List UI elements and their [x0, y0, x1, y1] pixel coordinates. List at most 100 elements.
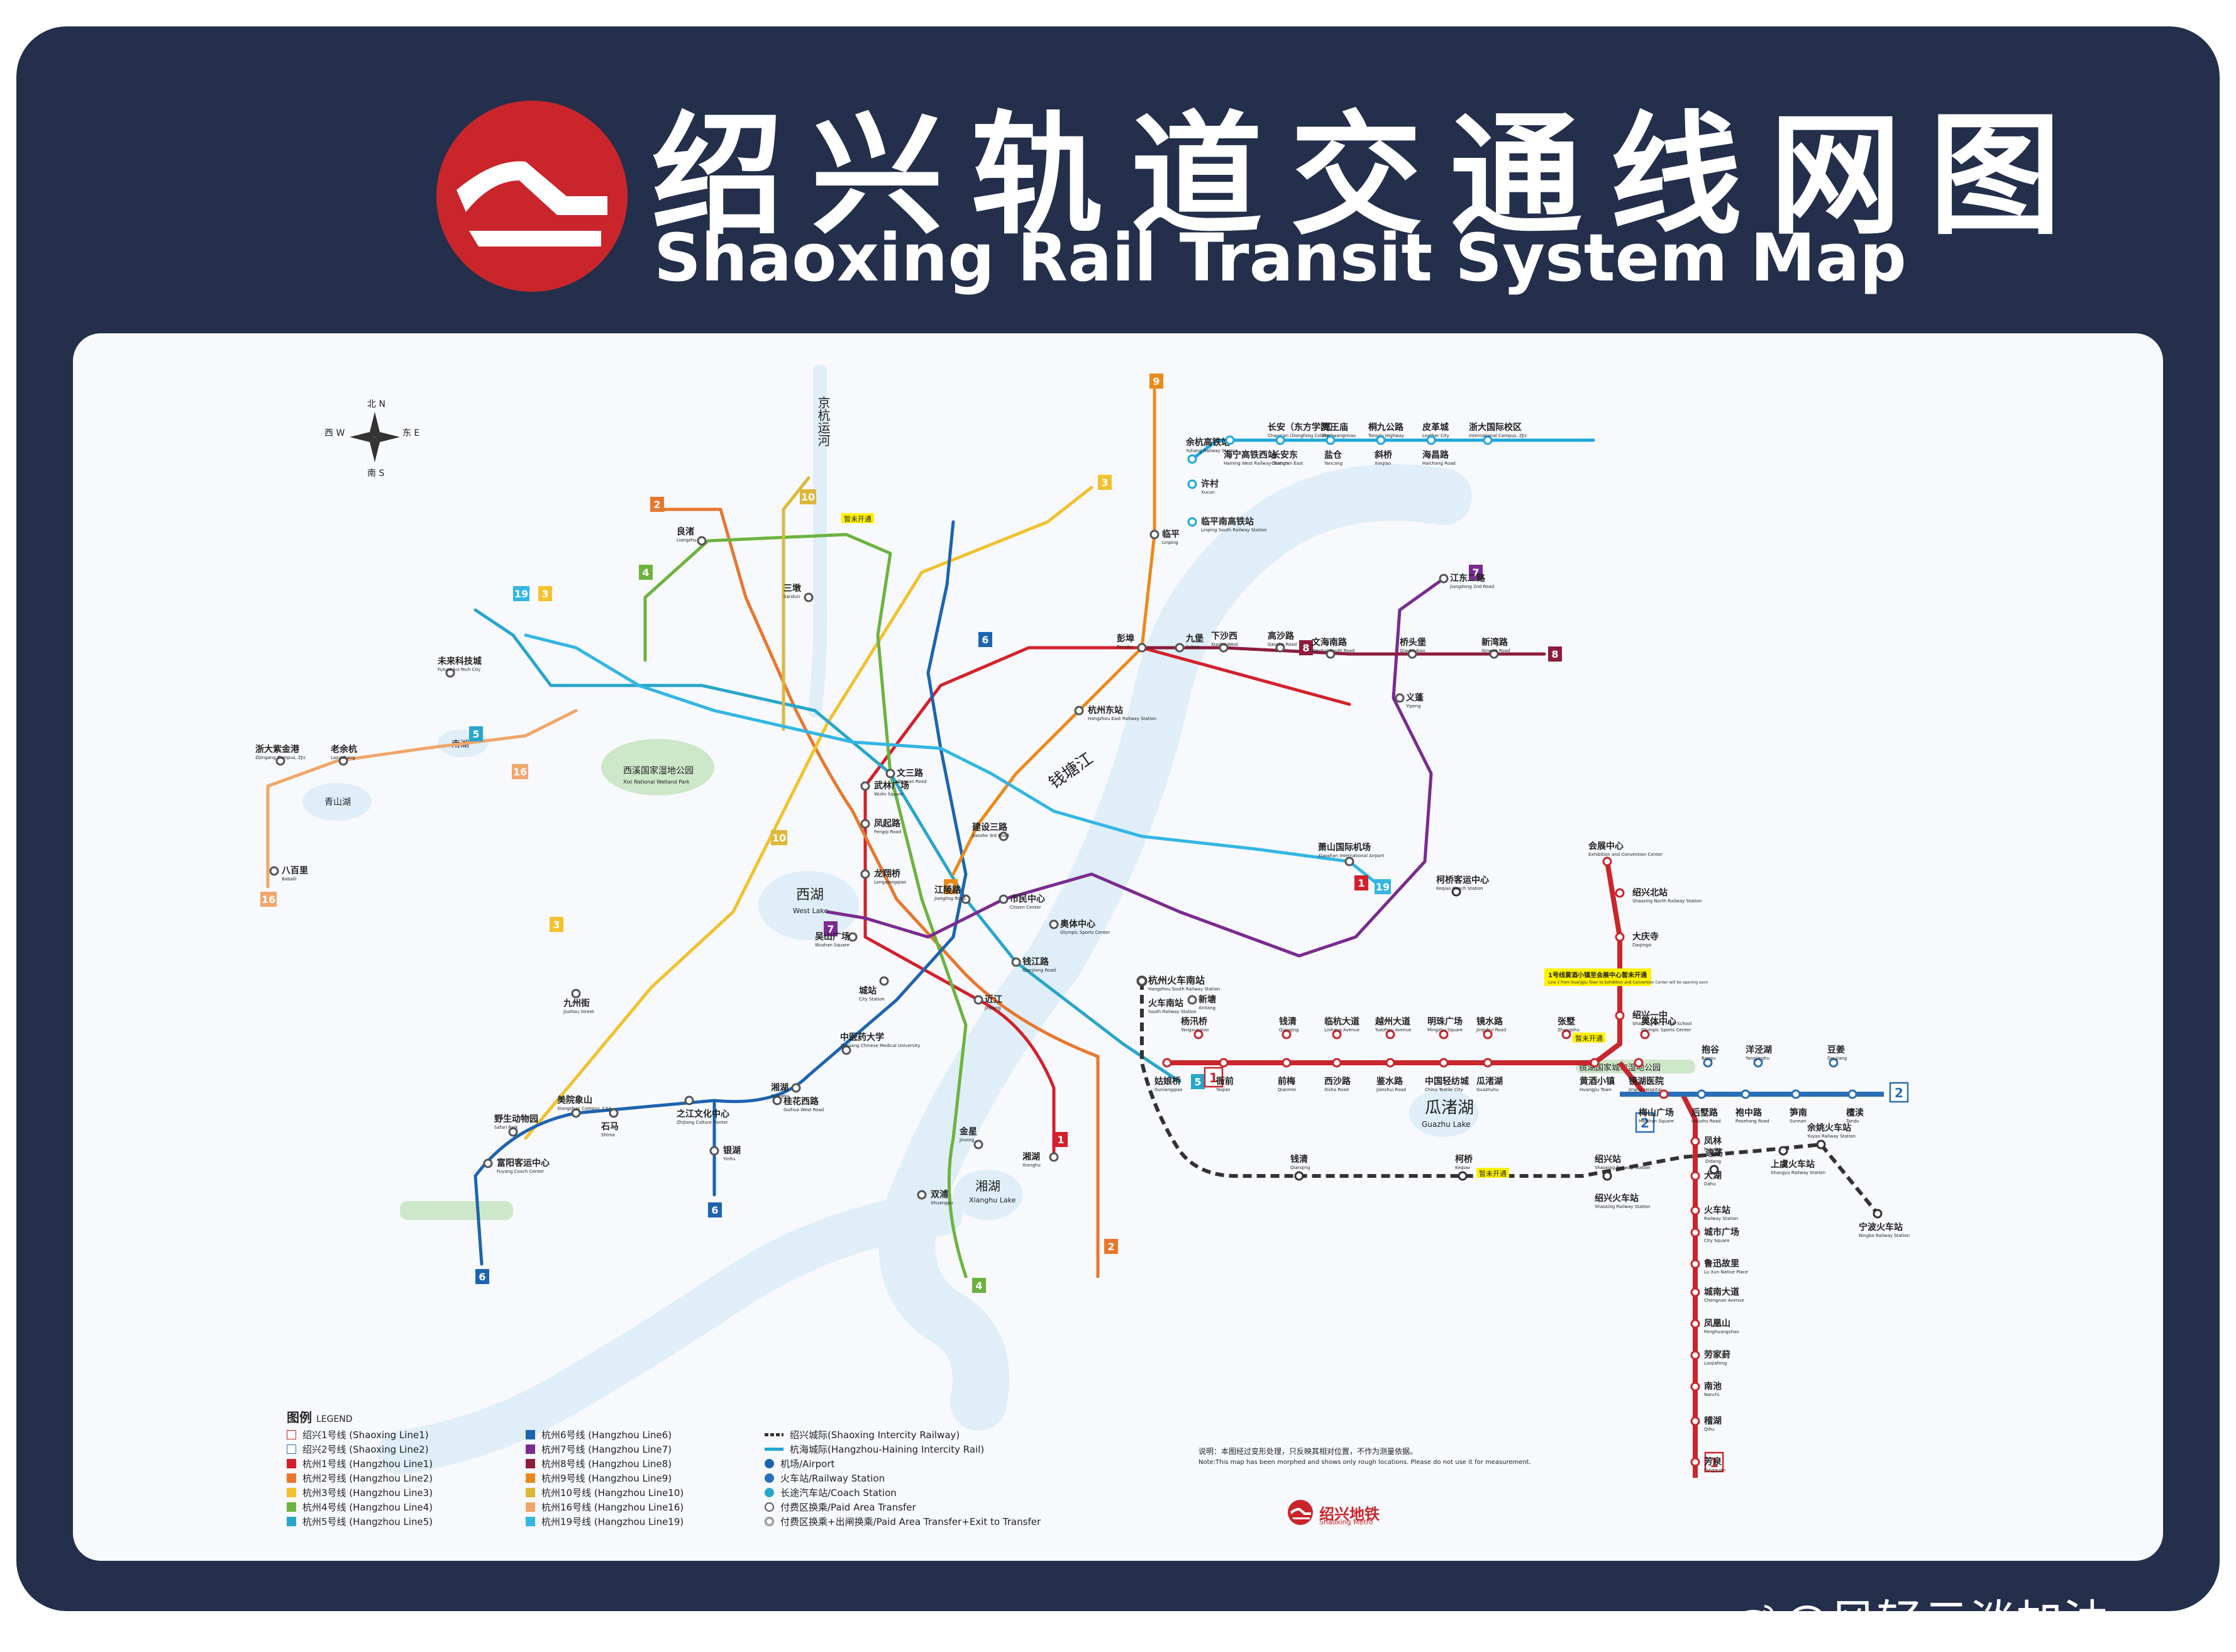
badge-hz9[interactable]: 9	[1149, 374, 1163, 389]
badge-hz10[interactable]: 10	[800, 489, 816, 504]
badge-hz8-east[interactable]: 8	[1548, 646, 1562, 662]
badge-sx1-south[interactable]: 1	[1704, 1451, 1724, 1473]
badge-sx2-east[interactable]: 2	[1889, 1082, 1909, 1103]
badge-hz10-south[interactable]: 10	[771, 830, 787, 845]
badge-hz3-west[interactable]: 3	[538, 586, 552, 601]
badge-hz19[interactable]: 19	[513, 586, 529, 601]
badge-hz2[interactable]: 2	[650, 497, 664, 512]
badge-hz8-west[interactable]: 8	[1299, 640, 1313, 655]
hz-line-8[interactable]	[1140, 646, 1546, 656]
badge-hz5-south[interactable]: 5	[1191, 1074, 1205, 1089]
hangzhou-haining-line[interactable]	[1191, 438, 1595, 460]
badge-hz4[interactable]: 4	[639, 565, 653, 580]
badge-hz3-south[interactable]: 3	[550, 917, 563, 932]
badge-hz6-south[interactable]: 6	[708, 1202, 722, 1217]
badge-hz7-south[interactable]: 7	[824, 921, 838, 936]
hz-line-19[interactable]	[524, 633, 1383, 889]
badge-hz9-south[interactable]: 9	[944, 879, 958, 894]
badge-hz2-south[interactable]: 2	[1104, 1239, 1118, 1254]
shaoxing-intercity-line[interactable]	[1140, 981, 1879, 1215]
badge-hz16-south[interactable]: 16	[260, 892, 277, 907]
hz-line-2[interactable]	[656, 507, 1100, 1278]
badge-hz7[interactable]: 7	[1469, 565, 1483, 580]
hz-line-10[interactable]	[782, 476, 811, 731]
hz-line-4[interactable]	[643, 533, 968, 1278]
hz-line-7[interactable]	[826, 577, 1446, 958]
badge-hz16[interactable]: 16	[512, 764, 528, 779]
